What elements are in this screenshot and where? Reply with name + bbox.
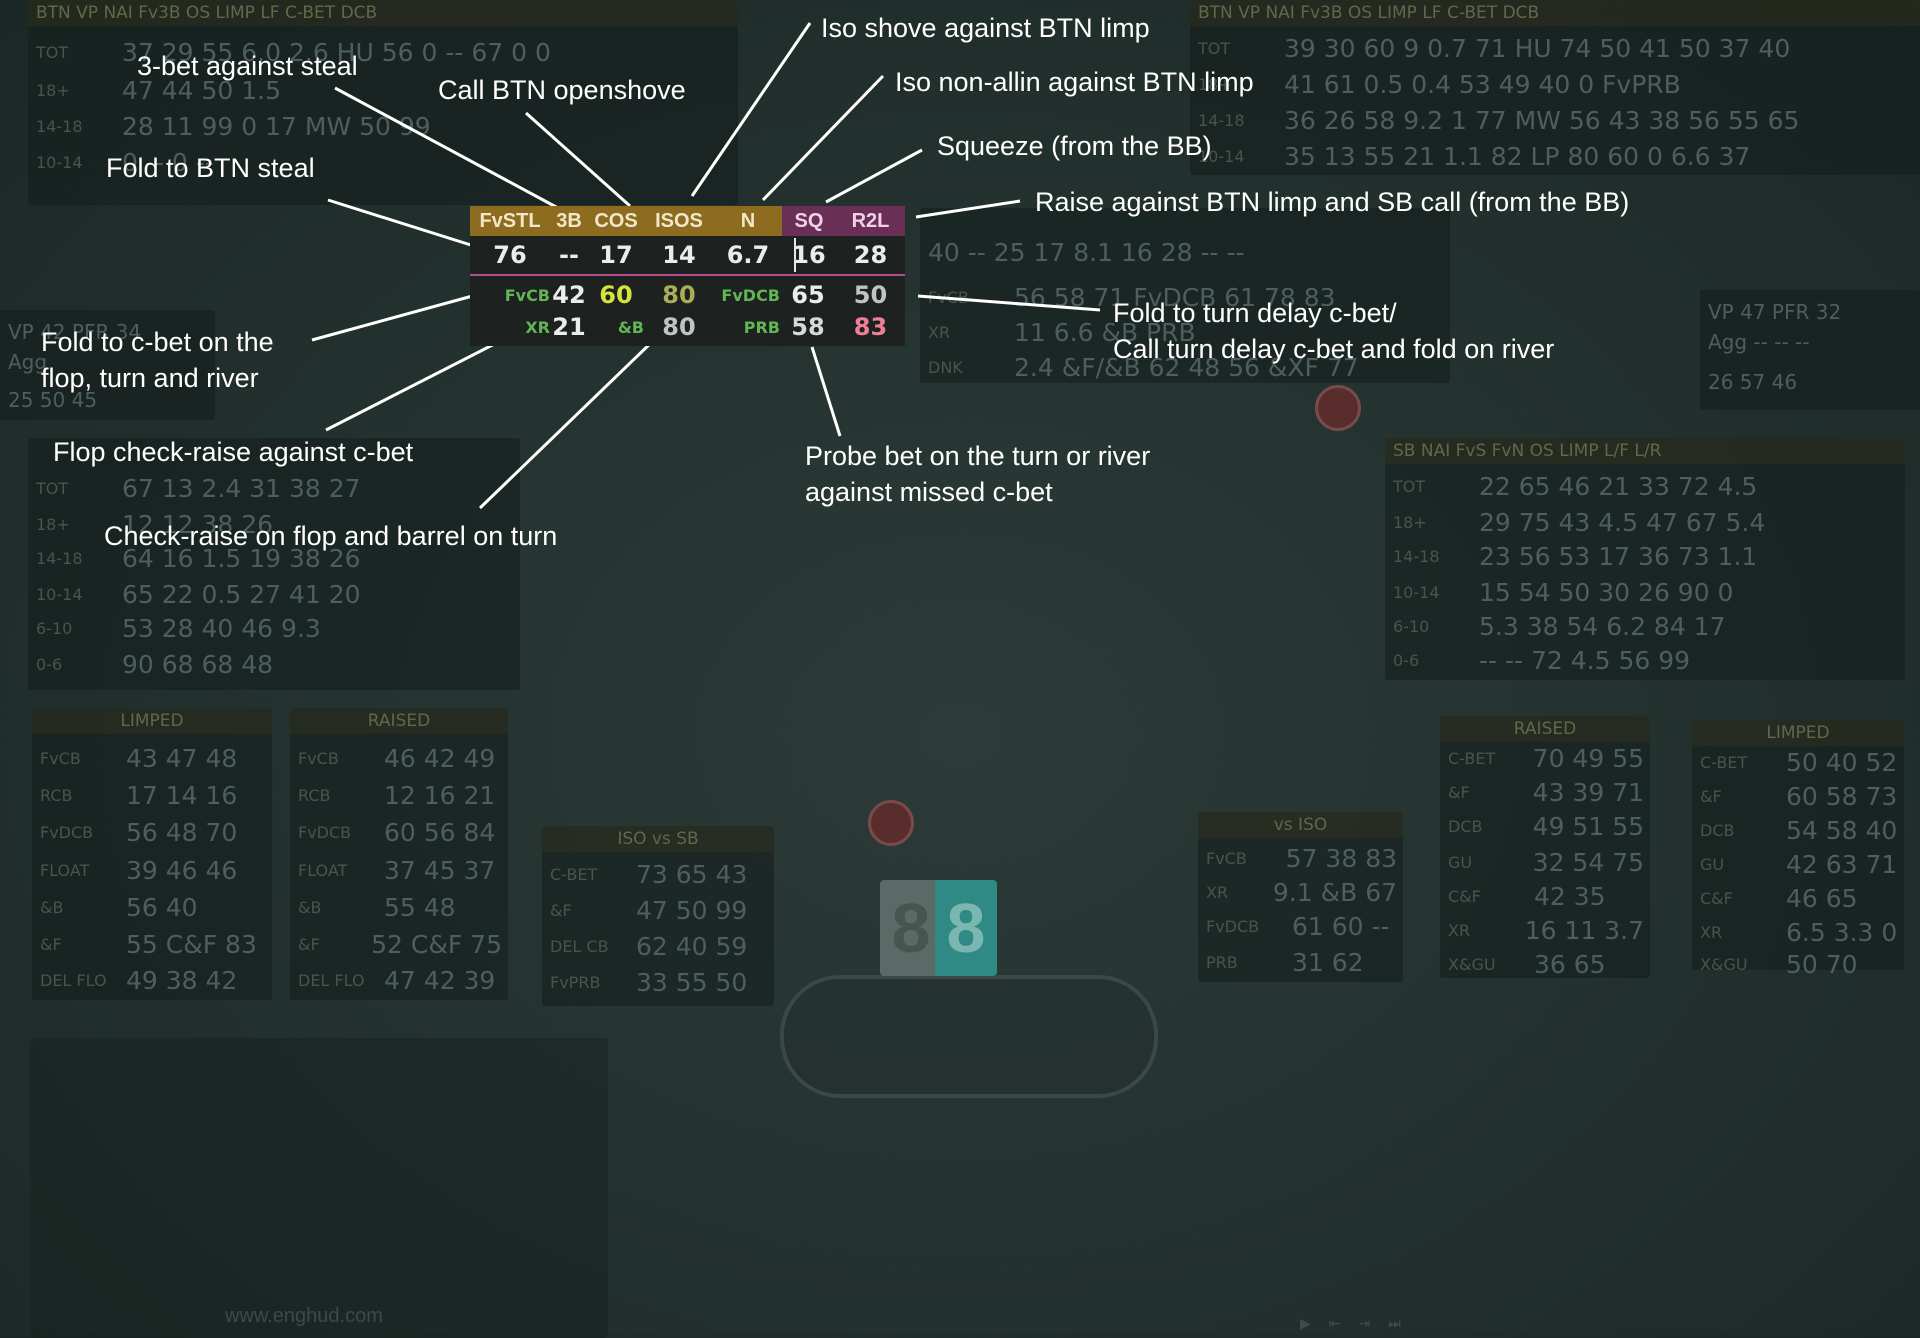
label-and-b: &B <box>617 317 644 337</box>
background-hud-left-stats: VP 42 PFR 34 Agg 25 50 45 <box>0 310 215 420</box>
annotation-raise-vs-limp: Raise against BTN limp and SB call (from… <box>1035 187 1630 217</box>
play-icon[interactable]: ▶ <box>1300 1314 1311 1331</box>
leader-fold-delay <box>917 294 1101 312</box>
hud-row-postflop-2: XR 21 &B 80 PRB 58 83 <box>470 310 905 344</box>
annotation-fold-delay-cbet-line1: Fold to turn delay c-bet/ <box>1113 298 1397 328</box>
hud-divider-vertical <box>794 238 796 272</box>
value-prb-river: 83 <box>853 313 888 341</box>
panel-title: ISO vs SB <box>542 826 774 852</box>
leader-three-bet <box>334 86 559 210</box>
value-sq: 16 <box>792 241 826 269</box>
poker-table-oval <box>780 975 1158 1098</box>
card-back: 8 <box>880 880 942 976</box>
annotation-iso-nonallin: Iso non-allin against BTN limp <box>895 67 1254 97</box>
leader-raise-limp <box>915 199 1021 219</box>
panel-header: SB NAI FvS FvN OS LIMP L/F L/R <box>1385 438 1905 464</box>
leader-flop-xr <box>325 332 515 432</box>
header-fvstl: FvSTL <box>470 206 550 236</box>
header-sq: SQ <box>782 206 836 236</box>
leader-call-btn <box>525 111 631 208</box>
skip-end-icon[interactable]: ⏭ <box>1388 1314 1401 1331</box>
step-forward-icon[interactable]: ⇥ <box>1358 1314 1371 1331</box>
annotation-fold-to-cbet-line2: flop, turn and river <box>41 363 259 393</box>
leader-fold-steal <box>327 198 475 248</box>
annotation-fold-to-cbet-line1: Fold to c-bet on the <box>41 327 274 357</box>
value-xr: 21 <box>552 313 586 341</box>
value-3b: -- <box>559 241 579 269</box>
value-prb: 58 <box>791 313 825 341</box>
value-fvdcb-river: 50 <box>853 281 888 309</box>
panel-title: RAISED <box>290 708 508 734</box>
hud-divider-horizontal <box>470 274 905 276</box>
panel-header: BTN VP NAI Fv3B OS LIMP LF C-BET DCB <box>1190 0 1920 26</box>
value-r2l: 28 <box>853 241 888 269</box>
leader-squeeze <box>825 148 923 204</box>
value-cos: 17 <box>599 241 633 269</box>
background-hud-top-right: BTN VP NAI Fv3B OS LIMP LF C-BET DCB TOT… <box>1190 0 1920 175</box>
value-and-b: 80 <box>662 313 696 341</box>
leader-iso-nonallin <box>761 74 885 202</box>
annotation-probe-line1: Probe bet on the turn or river <box>805 441 1151 471</box>
value-fvcb-turn: 60 <box>599 281 633 309</box>
hud-row-postflop-1: FvCB 42 60 80 FvDCB 65 50 <box>470 278 905 312</box>
value-n: 6.7 <box>726 241 770 269</box>
leader-probe <box>810 346 842 437</box>
replay-toolbar: ▶ ⇤ ⇥ ⏭ <box>1300 1312 1910 1334</box>
step-back-icon[interactable]: ⇤ <box>1328 1314 1341 1331</box>
annotation-flop-checkraise: Flop check-raise against c-bet <box>53 437 414 467</box>
annotation-xr-and-barrel: Check-raise on flop and barrel on turn <box>104 521 558 551</box>
annotation-probe-line2: against missed c-bet <box>805 477 1053 507</box>
hud-header-row: FvSTL 3B COS ISOS N SQ R2L <box>470 206 905 236</box>
annotation-fold-delay-cbet-line2: Call turn delay c-bet and fold on river <box>1113 334 1555 364</box>
value-fvdcb: 65 <box>791 281 825 309</box>
leader-fold-cbet <box>311 290 488 342</box>
panel-title: LIMPED <box>32 708 272 734</box>
value-fvstl: 76 <box>493 241 527 269</box>
value-isos: 14 <box>662 241 696 269</box>
header-r2l: R2L <box>836 206 905 236</box>
label-fvdcb: FvDCB <box>721 285 780 305</box>
card-front: 8 <box>935 880 997 976</box>
header-cos: COS <box>588 206 644 236</box>
leader-xr-barrel <box>478 337 657 510</box>
background-hud-top-left: BTN VP NAI Fv3B OS LIMP LF C-BET DCB TOT… <box>28 0 738 205</box>
panel-title: LIMPED <box>1692 720 1904 746</box>
label-prb: PRB <box>743 317 780 337</box>
value-fvcb-river: 80 <box>662 281 696 309</box>
panel-header: BTN VP NAI Fv3B OS LIMP LF C-BET DCB <box>28 0 738 26</box>
label-xr: XR <box>525 317 550 337</box>
header-isos: ISOS <box>644 206 714 236</box>
annotation-call-btn-openshove: Call BTN openshove <box>438 75 686 105</box>
empty-panel <box>30 1038 608 1338</box>
header-3b: 3B <box>550 206 588 236</box>
chip-stack-icon <box>1315 385 1361 431</box>
hud-panel: FvSTL 3B COS ISOS N SQ R2L 76 -- 17 14 6… <box>470 206 905 346</box>
value-fvcb: 42 <box>552 281 586 309</box>
annotation-3bet-vs-steal: 3-bet against steal <box>137 51 358 81</box>
watermark: www.enghud.com <box>225 1305 383 1327</box>
header-n: N <box>714 206 782 236</box>
annotation-squeeze: Squeeze (from the BB) <box>937 131 1212 161</box>
annotation-fold-to-btn-steal: Fold to BTN steal <box>106 153 315 183</box>
chip-stack-icon <box>868 800 914 846</box>
label-fvcb: FvCB <box>504 285 550 305</box>
leader-iso-shove <box>690 22 812 197</box>
hud-values-row: 76 -- 17 14 6.7 16 28 <box>470 238 905 272</box>
annotation-iso-shove: Iso shove against BTN limp <box>821 13 1150 43</box>
panel-title: RAISED <box>1440 716 1650 742</box>
panel-title: vs ISO <box>1198 812 1403 838</box>
background-hud-right-stats: VP 47 PFR 32 Agg -- -- -- 26 57 46 <box>1700 290 1920 410</box>
